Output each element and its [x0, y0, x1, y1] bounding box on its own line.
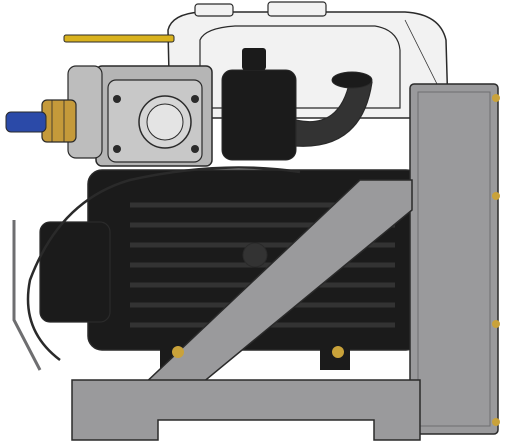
yellow-lever — [63, 34, 175, 43]
mounting-frame — [409, 83, 500, 435]
elbow-pipe — [221, 48, 373, 161]
base-skid — [71, 346, 421, 441]
cable-loop — [12, 166, 301, 371]
blue-hose-fitting — [5, 111, 47, 133]
pump-housing — [67, 65, 213, 167]
brass-coupling — [41, 99, 77, 143]
